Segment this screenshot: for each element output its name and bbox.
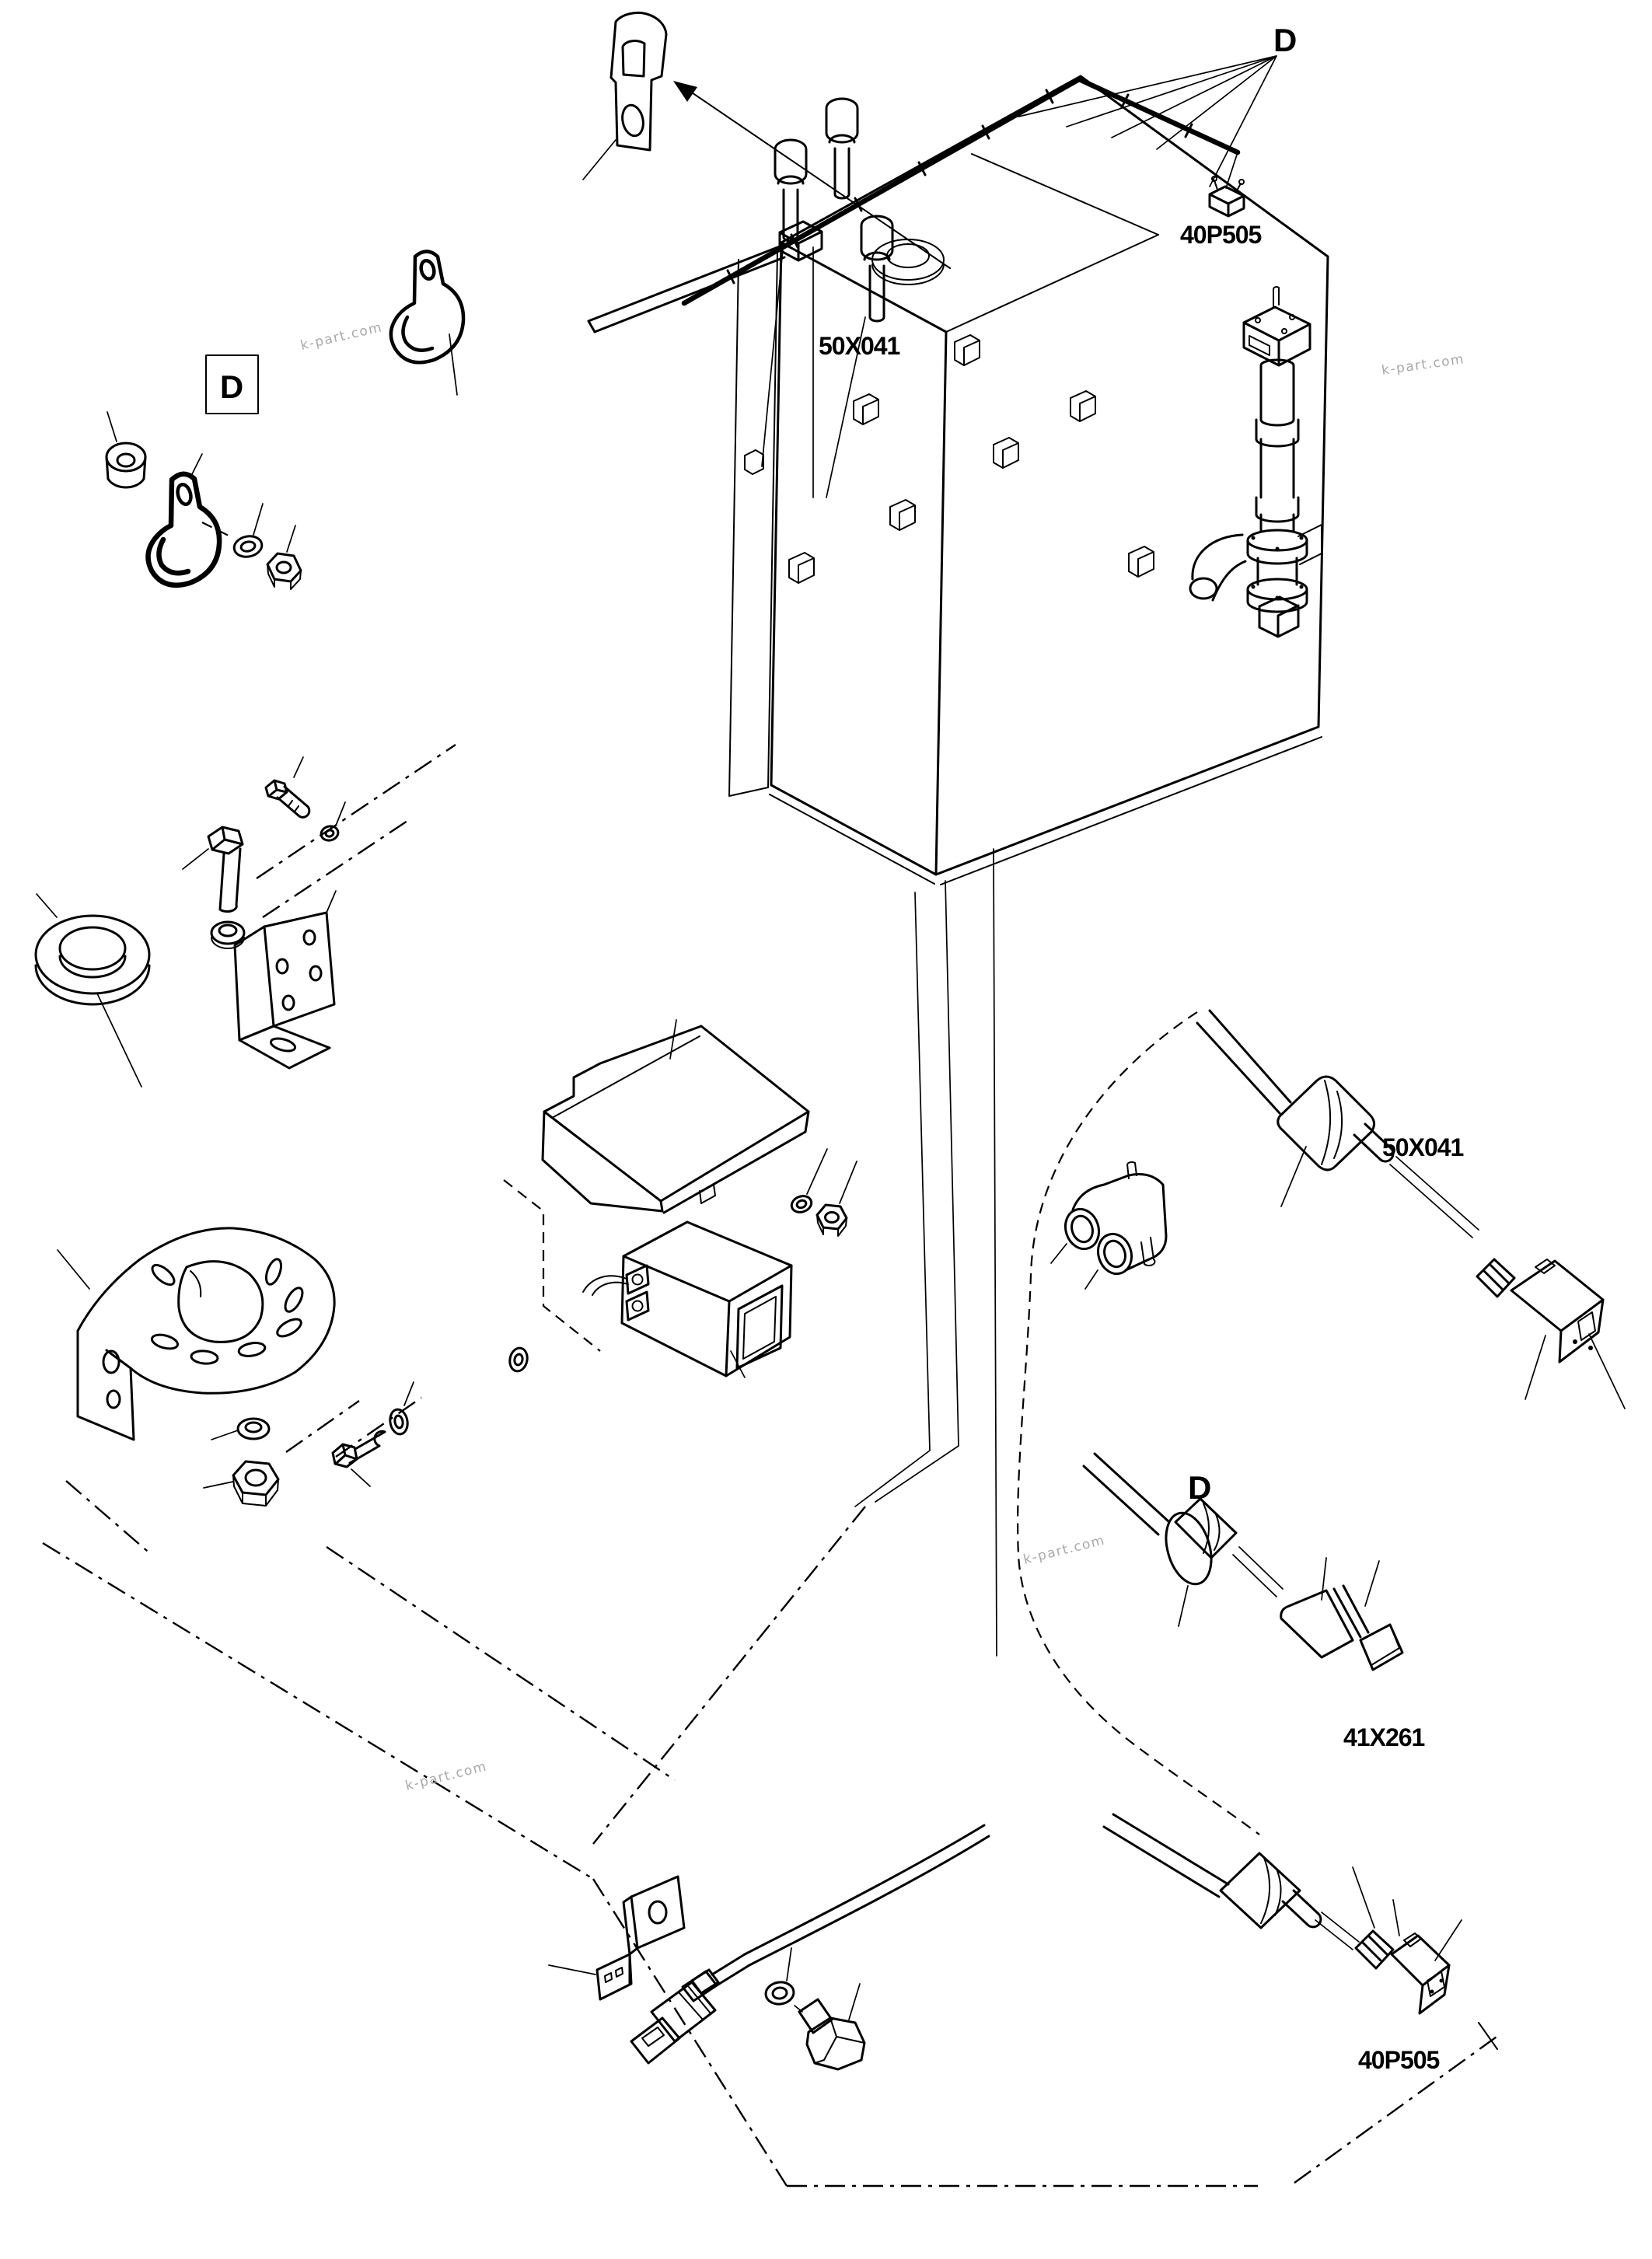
sheetmetal-cover <box>541 1019 810 1214</box>
connector-40p505-bottom <box>1352 1866 1462 2015</box>
washer-cover-left <box>508 1346 529 1373</box>
caps-label: 50X041 <box>819 332 900 360</box>
sensor-bracket <box>548 1875 686 2001</box>
plug-bolt <box>798 1983 866 2071</box>
cable1: 50X041 <box>1196 1009 1626 1409</box>
cable2: D 41X261 <box>1082 1452 1426 1751</box>
tank-clips <box>788 334 1154 584</box>
connector-40p505-top-label: 40P505 <box>1180 221 1262 249</box>
washer-sensor <box>764 1947 803 2013</box>
detail-d-box <box>205 354 259 414</box>
washer-small-top <box>320 801 346 842</box>
filler-caps <box>774 97 945 323</box>
cover-group <box>503 1019 857 1378</box>
connector-50x041 <box>1476 1258 1626 1409</box>
nut-under-bracket <box>203 1460 280 1507</box>
arrow-head <box>673 81 697 102</box>
watermark-3: k-part.com <box>1022 1532 1106 1567</box>
angle-bracket <box>233 890 337 1070</box>
spacer-bushing <box>105 411 147 489</box>
y-fitting <box>1050 1161 1168 1290</box>
watermark-2: k-part.com <box>1381 351 1465 379</box>
washer-cover <box>790 1148 828 1213</box>
cable-harness-top: D 40P505 <box>582 11 1297 306</box>
harness-clips <box>726 89 1193 285</box>
washer-small-right <box>389 1381 414 1436</box>
connector-40p505-top <box>1208 152 1245 218</box>
cable3-label: 40P505 <box>1358 2046 1440 2074</box>
connector-41x261 <box>1280 1557 1404 1671</box>
fuel-sender-unit <box>1189 285 1322 638</box>
curved-bracket <box>57 1227 336 1441</box>
bracket-group <box>34 744 456 1556</box>
grommet <box>34 893 151 1088</box>
harness-clamp-top <box>582 11 668 180</box>
nut-cover <box>816 1161 857 1237</box>
washer-detail-d <box>232 503 264 558</box>
pressure-sensor <box>630 1824 990 2065</box>
bolt-small-top <box>264 756 311 819</box>
watermark-1: k-part.com <box>299 319 384 354</box>
p-clamp-lower <box>145 453 222 588</box>
nut-detail-d <box>266 525 302 590</box>
detail-d-top-label: D <box>1273 22 1297 58</box>
washer-under-bracket <box>211 1417 271 1440</box>
detail-d-box-label: D <box>220 368 243 405</box>
controller-box <box>582 1220 793 1378</box>
p-clamp-upper <box>389 250 466 396</box>
cable3: 40P505 <box>1102 1813 1462 2074</box>
watermarks: k-part.com k-part.com k-part.com k-part.… <box>299 319 1466 1794</box>
washer-main <box>210 920 246 949</box>
tank-strap <box>587 220 823 797</box>
cable2-label: 41X261 <box>1343 1723 1425 1751</box>
cables-group: 50X041 D 41X261 <box>1017 1009 1626 2074</box>
hex-bolt-main <box>182 826 244 913</box>
detail-d-group: D <box>105 250 466 590</box>
cable1-label: 50X041 <box>1382 1133 1464 1161</box>
bolt-small-right <box>331 1430 386 1487</box>
bottom-sensor-group <box>548 1824 990 2071</box>
section-boundaries <box>42 848 1500 2187</box>
